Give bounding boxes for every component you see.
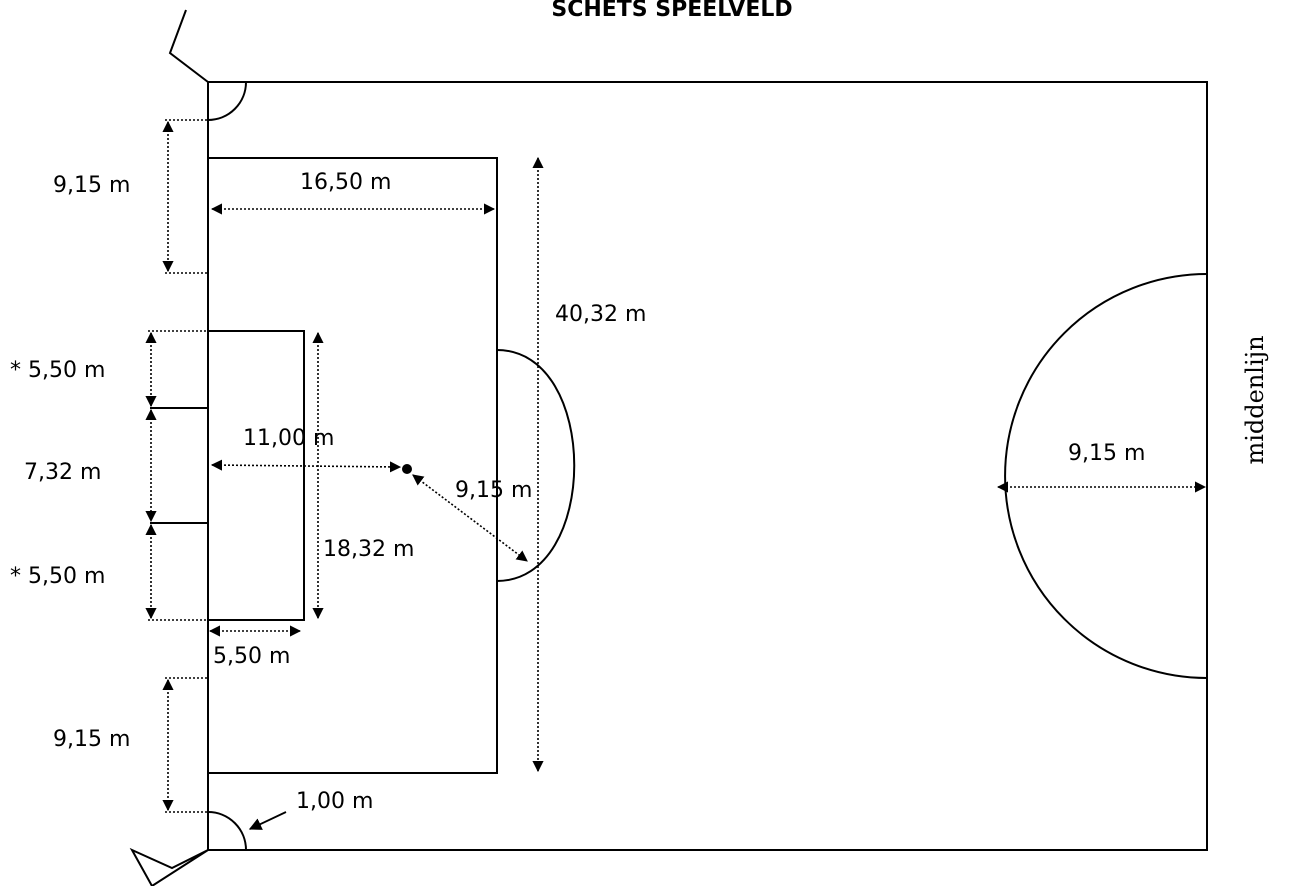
field-outline [207,81,1208,851]
label-penalty-spot-distance: 11,00 m [243,426,334,451]
center-circle [1004,273,1208,679]
label-center-circle-radius: 9,15 m [1068,441,1145,466]
penalty-spot [402,464,412,474]
dim-corner-arc-pointer [248,811,287,830]
dim-penalty-spot [210,459,402,473]
diagram-title: SCHETS SPEELVELD [551,0,792,22]
label-corner-to-box-bottom: 9,15 m [53,727,130,752]
goal-area [208,330,305,621]
label-penalty-area-depth: 16,50 m [300,170,391,195]
corner-arc-top [207,81,247,121]
label-goal-area-width: 18,32 m [323,537,414,562]
label-goal-area-depth: 5,50 m [213,644,290,669]
label-goal-width: 7,32 m [24,460,101,485]
penalty-area [208,157,498,774]
label-goal-area-side-top: * 5,50 m [10,358,105,383]
label-corner-to-box-top: 9,15 m [53,173,130,198]
label-penalty-area-width: 40,32 m [555,302,646,327]
label-corner-arc-radius: 1,00 m [296,789,373,814]
label-goal-area-side-bottom: * 5,50 m [10,564,105,589]
side-label-midline: middenlijn [1241,335,1269,464]
label-penalty-arc-radius: 9,15 m [455,478,532,503]
corner-flag-bottom [129,847,209,886]
penalty-arc [496,349,576,582]
corner-flag-top [168,9,209,83]
corner-arc-bottom [207,811,247,851]
